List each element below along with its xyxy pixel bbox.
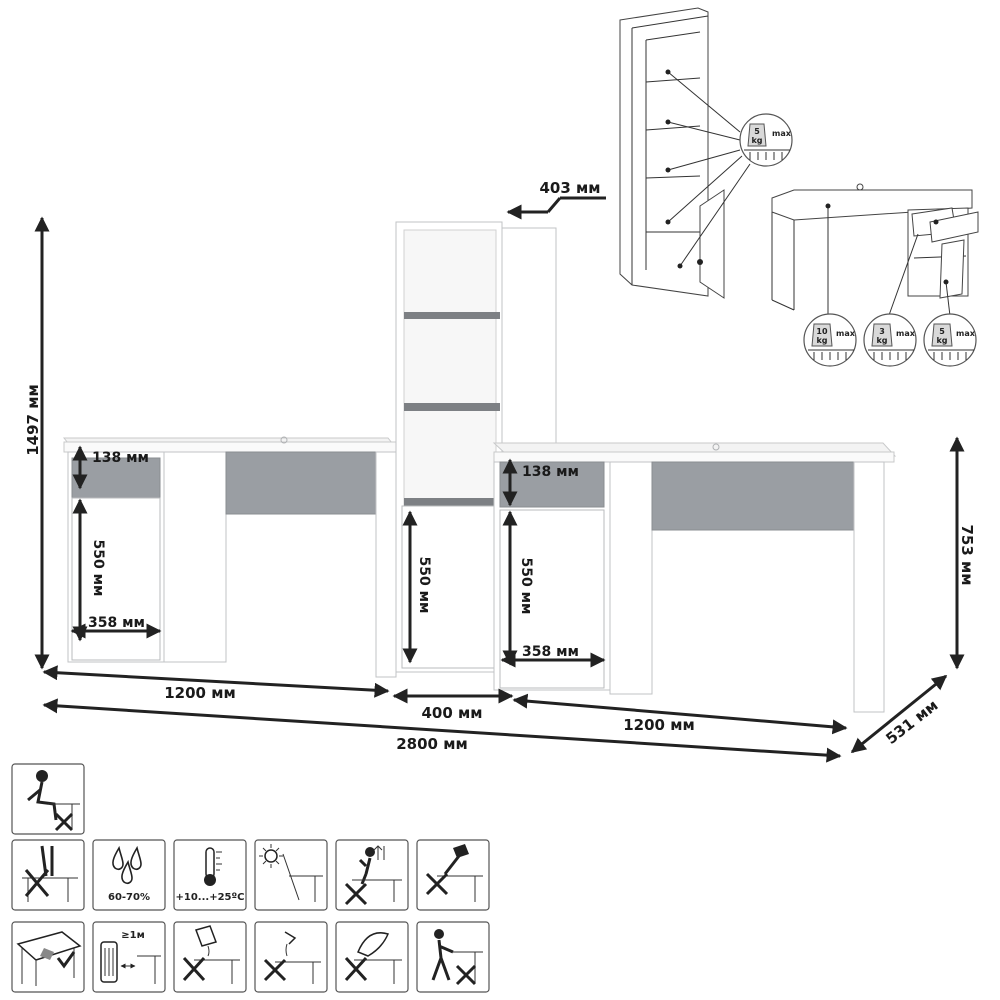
drawer-load-max: max <box>896 329 916 338</box>
drawer-height-left-label: 138 мм <box>92 450 149 466</box>
no-hammer-impact-icon <box>416 839 490 911</box>
no-leaning-on-table-icon <box>11 839 85 911</box>
desk-top-load-badge: 10 kg max <box>803 313 857 367</box>
desk-width-right-label: 1200 мм <box>623 716 695 734</box>
shelf-load-max: max <box>772 129 792 138</box>
humidity-label: 60-70% <box>108 892 150 903</box>
heater-distance-icon: ≥1м <box>92 921 166 993</box>
desk-width-left-label: 1200 мм <box>164 684 236 702</box>
door-height-right-label: 550 мм <box>518 558 534 615</box>
main-furniture <box>62 221 897 713</box>
no-water-pouring-icon <box>254 921 328 993</box>
door-height-left-label: 550 мм <box>90 540 106 597</box>
wipe-dry-cloth-icon <box>11 921 85 993</box>
desk-load-drawing <box>771 183 979 319</box>
drawer-load-badge: 3 kg max <box>863 313 917 367</box>
total-height-label: 1497 мм <box>24 384 42 456</box>
temperature-icon: +10...+25ºC <box>173 839 247 911</box>
heater-distance-label: ≥1м <box>121 930 145 941</box>
humidity-icon: 60-70% <box>92 839 166 911</box>
no-hot-objects-icon <box>335 921 409 993</box>
no-jumping-on-table-icon <box>335 839 409 911</box>
cabinet-shelf-load-unit: kg <box>936 336 947 345</box>
desk-top-load-unit: kg <box>816 336 827 345</box>
desk-top-load-value: 10 <box>816 327 828 336</box>
bookcase-width-label: 400 мм <box>421 704 482 722</box>
no-spilling-liquids-icon <box>173 921 247 993</box>
cabinet-shelf-load-value: 5 <box>939 327 945 336</box>
cabinet-width-left-label: 358 мм <box>88 615 145 631</box>
left-desk <box>62 436 398 678</box>
cabinet-width-right-label: 358 мм <box>522 644 579 660</box>
drawer-load-unit: kg <box>876 336 887 345</box>
cabinet-shelf-load-max: max <box>956 329 976 338</box>
shelf-load-badge: 5 kg max <box>739 113 793 167</box>
desk-top-load-max: max <box>836 329 856 338</box>
door-height-middle-label: 550 мм <box>416 557 432 614</box>
bookcase-load-drawing <box>619 7 751 299</box>
shelf-load-value: 5 <box>754 127 760 136</box>
avoid-direct-sunlight-icon <box>254 839 328 911</box>
drawer-height-right-label: 138 мм <box>522 464 579 480</box>
right-desk <box>492 442 897 713</box>
total-width-label: 2800 мм <box>396 735 468 753</box>
care-icons: 60-70% +10...+25ºC <box>11 763 490 993</box>
dimension-lines <box>34 196 965 763</box>
desk-height-label: 753 мм <box>958 524 976 585</box>
temperature-label: +10...+25ºC <box>176 892 245 903</box>
no-sitting-on-table-icon <box>11 763 85 835</box>
drawer-load-value: 3 <box>879 327 885 336</box>
shelf-load-unit: kg <box>751 136 762 145</box>
cabinet-shelf-load-badge: 5 kg max <box>923 313 977 367</box>
bookcase-depth-label: 403 мм <box>539 179 600 197</box>
no-dragging-icon <box>416 921 490 993</box>
